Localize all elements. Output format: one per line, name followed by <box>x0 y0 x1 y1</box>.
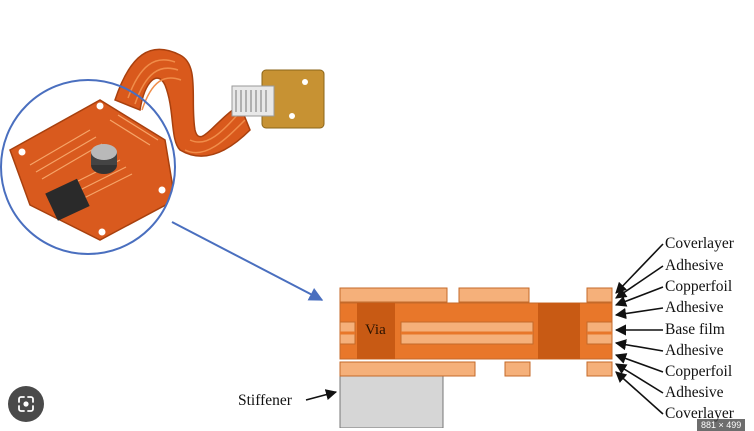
stiffener <box>339 375 444 428</box>
layer-label-base-film: Base film <box>665 321 725 338</box>
bottom-coverlayer-pad-mid <box>504 361 531 377</box>
layer-label-adhesive-2: Adhesive <box>665 299 724 316</box>
layer-label-coverlayer-bottom: Coverlayer <box>665 405 734 422</box>
magnified-board <box>9 99 175 241</box>
layer-label-copperfoil-top: Copperfoil <box>665 278 733 295</box>
layer-label-adhesive-3: Adhesive <box>665 342 724 359</box>
top-coverlayer-pad-mid <box>458 287 530 303</box>
via-barrel <box>357 303 395 359</box>
google-lens-icon <box>18 396 34 412</box>
layer-label-adhesive-4: Adhesive <box>665 384 724 401</box>
flex-pcb-photo <box>114 48 325 157</box>
plated-hole <box>538 303 580 359</box>
magnifier-pointer-arrow <box>171 221 324 301</box>
via-label: Via <box>365 322 386 338</box>
google-lens-button[interactable] <box>8 386 44 422</box>
cross-section <box>339 287 613 428</box>
top-coverlayer-pad-right <box>586 287 613 303</box>
layer-label-adhesive-1: Adhesive <box>665 257 724 274</box>
layer-label-copperfoil-bottom: Copperfoil <box>665 363 733 380</box>
bottom-coverlayer-pad-left <box>339 361 476 377</box>
stiffener-label: Stiffener <box>238 392 292 409</box>
top-coverlayer-pad-left <box>339 287 448 303</box>
bottom-coverlayer-pad-right <box>586 361 613 377</box>
layer-leader-arrows <box>614 243 664 415</box>
image-dimensions-badge: 881 × 499 <box>697 419 746 431</box>
layer-label-coverlayer-top: Coverlayer <box>665 235 734 252</box>
magnifier-circle <box>0 79 176 255</box>
stiffener-arrow <box>305 389 338 401</box>
